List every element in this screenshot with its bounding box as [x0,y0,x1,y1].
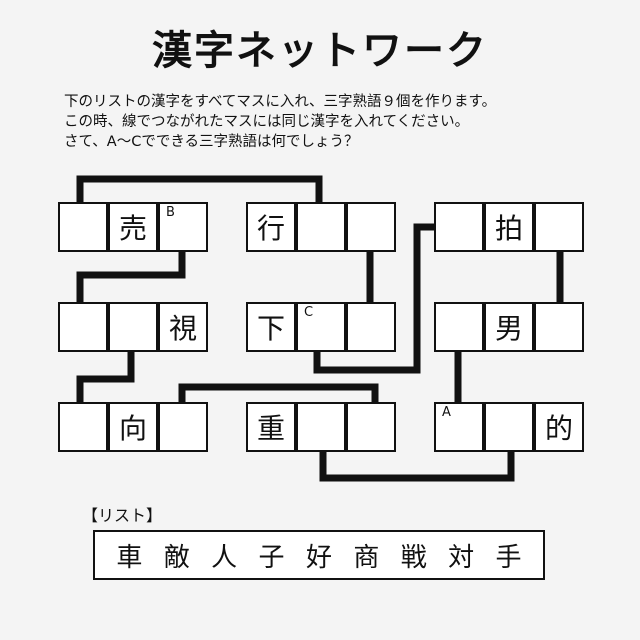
grid-cell-r0-b2-c1[interactable]: 拍 [484,202,534,252]
grid-cell-r2-b1-c2[interactable] [346,402,396,452]
connector-line [178,383,379,406]
marker-b: B [166,205,175,220]
grid-cell-r1-b1-c1[interactable]: C [296,302,346,352]
list-kanji[interactable]: 戦 [400,542,427,573]
cell-kanji: 重 [256,412,285,445]
cell-kanji: 男 [494,312,523,345]
cell-kanji: 視 [168,312,197,345]
list-label: 【リスト】 [82,506,163,525]
list-kanji[interactable]: 手 [495,542,522,573]
connector-line [76,248,186,306]
instruction-line-1: 下のリストの漢字をすべてマスに入れ、三字熟語９個を作ります。 [64,94,497,110]
instruction-line-3: さて、A〜Cでできる三字熟語は何でしょう？ [64,134,359,150]
cell-kanji: 行 [256,212,285,245]
grid-cell-r2-b0-c1[interactable]: 向 [108,402,158,452]
cell-kanji: 売 [118,212,147,245]
list-kanji[interactable]: 敵 [163,542,190,573]
cell-kanji: 的 [544,412,573,445]
marker-a: A [442,405,451,420]
page-title: 漢字ネットワーク [152,28,488,74]
grid-cell-r0-b1-c1[interactable] [296,202,346,252]
grid-cell-r0-b0-c0[interactable] [58,202,108,252]
marker-c: C [304,305,314,320]
connector-line [76,175,323,206]
grid-cell-r1-b0-c0[interactable] [58,302,108,352]
grid-cell-r1-b2-c2[interactable] [534,302,584,352]
instructions: 下のリストの漢字をすべてマスに入れ、三字熟語９個を作ります。 この時、線でつなが… [64,92,624,152]
cell-kanji: 拍 [494,212,523,245]
grid-cell-r2-b2-c1[interactable] [484,402,534,452]
cell-kanji: 向 [118,412,147,445]
grid-cell-r1-b0-c2[interactable]: 視 [158,302,208,352]
connector-line [76,348,135,406]
grid-cell-r0-b2-c0[interactable] [434,202,484,252]
grid-cell-r2-b2-c0[interactable]: A [434,402,484,452]
grid-cell-r2-b2-c2[interactable]: 的 [534,402,584,452]
list-kanji[interactable]: 車 [116,542,143,573]
grid-cell-r2-b0-c2[interactable] [158,402,208,452]
grid-cell-r2-b1-c0[interactable]: 重 [246,402,296,452]
list-kanji[interactable]: 対 [448,542,475,573]
instruction-line-2: この時、線でつながれたマスには同じ漢字を入れてください。 [64,114,470,130]
grid-cell-r2-b0-c0[interactable] [58,402,108,452]
grid-cell-r0-b1-c2[interactable] [346,202,396,252]
cell-kanji: 下 [256,312,285,345]
list-kanji[interactable]: 商 [353,542,380,573]
list-kanji[interactable]: 人 [211,542,238,573]
grid-cell-r1-b2-c0[interactable] [434,302,484,352]
kanji-list: 車敵人子好商戦対手 [93,530,545,580]
list-kanji[interactable]: 子 [258,542,285,573]
grid-cell-r1-b1-c0[interactable]: 下 [246,302,296,352]
grid-cell-r0-b1-c0[interactable]: 行 [246,202,296,252]
grid-cell-r1-b2-c1[interactable]: 男 [484,302,534,352]
grid-cell-r1-b0-c1[interactable] [108,302,158,352]
grid-cell-r0-b0-c2[interactable]: B [158,202,208,252]
grid-cell-r0-b0-c1[interactable]: 売 [108,202,158,252]
connector-line [313,223,437,374]
connector-line [319,448,515,482]
grid-cell-r0-b2-c2[interactable] [534,202,584,252]
list-kanji[interactable]: 好 [305,542,332,573]
grid-cell-r2-b1-c1[interactable] [296,402,346,452]
grid-cell-r1-b1-c2[interactable] [346,302,396,352]
